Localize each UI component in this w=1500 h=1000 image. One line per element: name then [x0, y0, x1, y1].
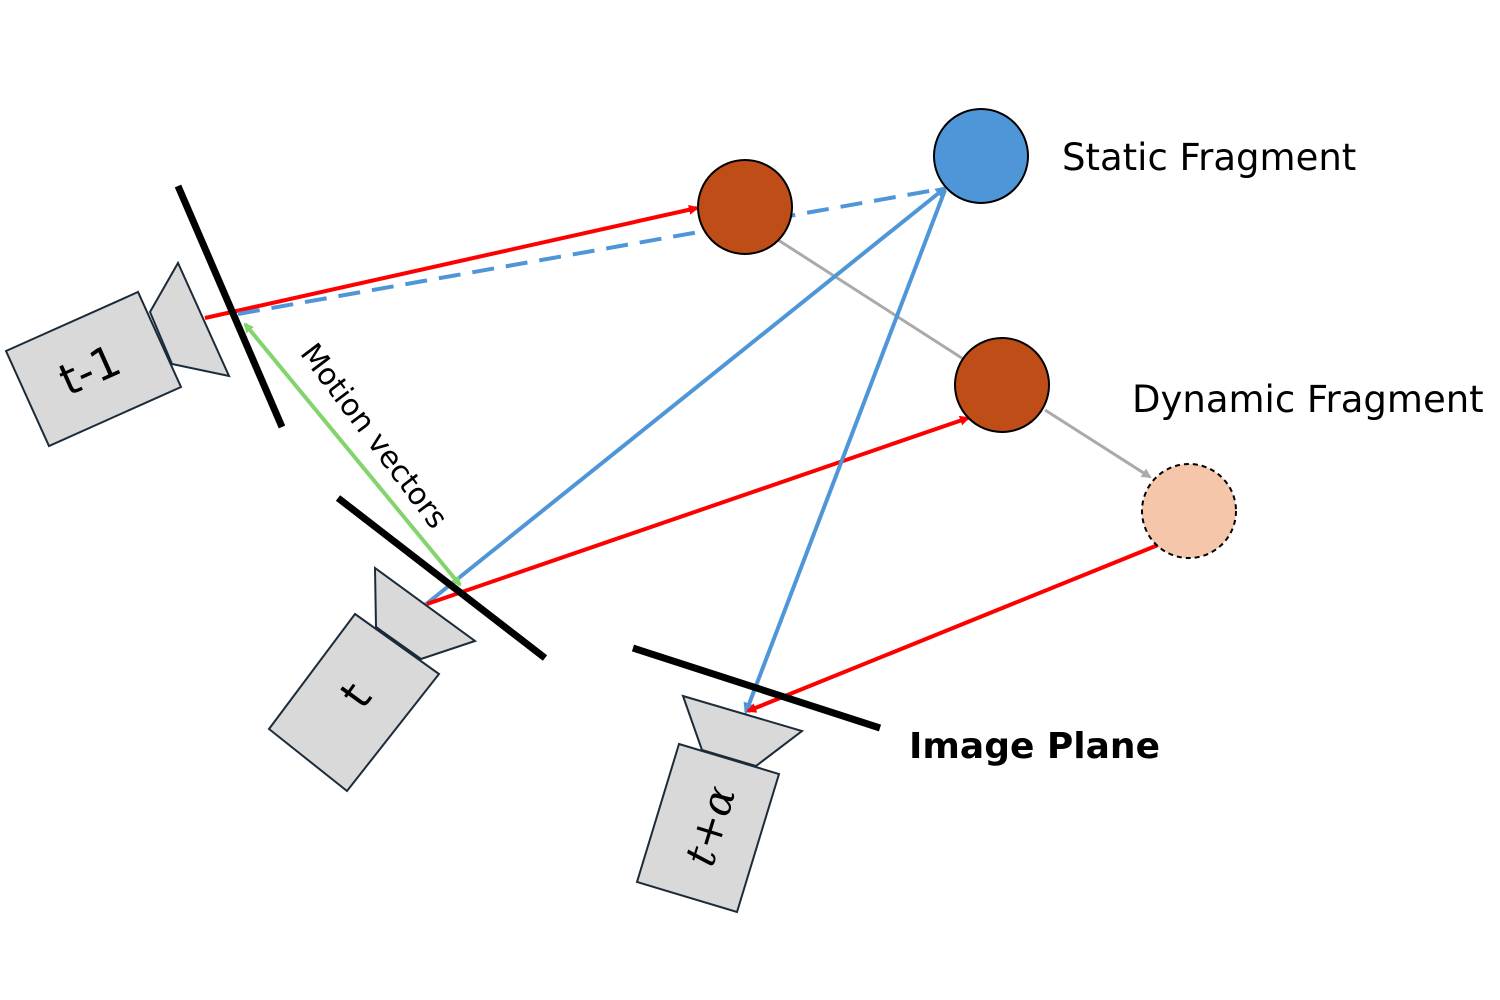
dynamic-fragment-current — [954, 337, 1050, 433]
camera-body — [4, 290, 183, 448]
image-plane-current — [335, 495, 548, 661]
ray-static-to-future — [743, 189, 947, 715]
camera-lens — [681, 694, 805, 768]
motion-vector-arrow — [243, 322, 462, 587]
trajectory-line — [774, 236, 969, 364]
camera-body — [635, 742, 781, 914]
ray-prev-to-static-dashed — [237, 188, 936, 316]
image-plane-label: Image Plane — [909, 726, 1160, 767]
dynamic-fragment-label: Dynamic Fragment — [1132, 378, 1484, 421]
camera-prev: t-1 — [4, 260, 231, 448]
ray-predicted-to-future — [746, 543, 1159, 713]
camera-current: t — [267, 566, 478, 793]
static-fragment-label: Static Fragment — [1062, 136, 1356, 179]
dynamic-fragment-predicted — [1141, 463, 1237, 559]
static-fragment — [933, 108, 1029, 204]
ray-prev-to-dynamic — [204, 204, 699, 320]
camera-body — [267, 612, 441, 793]
dynamic-fragment-prev — [697, 159, 793, 255]
camera-lens — [373, 566, 478, 661]
motion-vectors-label: Motion vectors — [293, 337, 455, 535]
ray-current-to-dynamic — [426, 415, 970, 606]
camera-lens — [148, 260, 231, 378]
image-plane-future — [631, 644, 882, 732]
ray-current-to-static — [423, 186, 948, 607]
trajectory-arrow — [1044, 408, 1152, 479]
image-plane-prev — [174, 184, 286, 429]
camera-future: t+α — [635, 694, 805, 914]
